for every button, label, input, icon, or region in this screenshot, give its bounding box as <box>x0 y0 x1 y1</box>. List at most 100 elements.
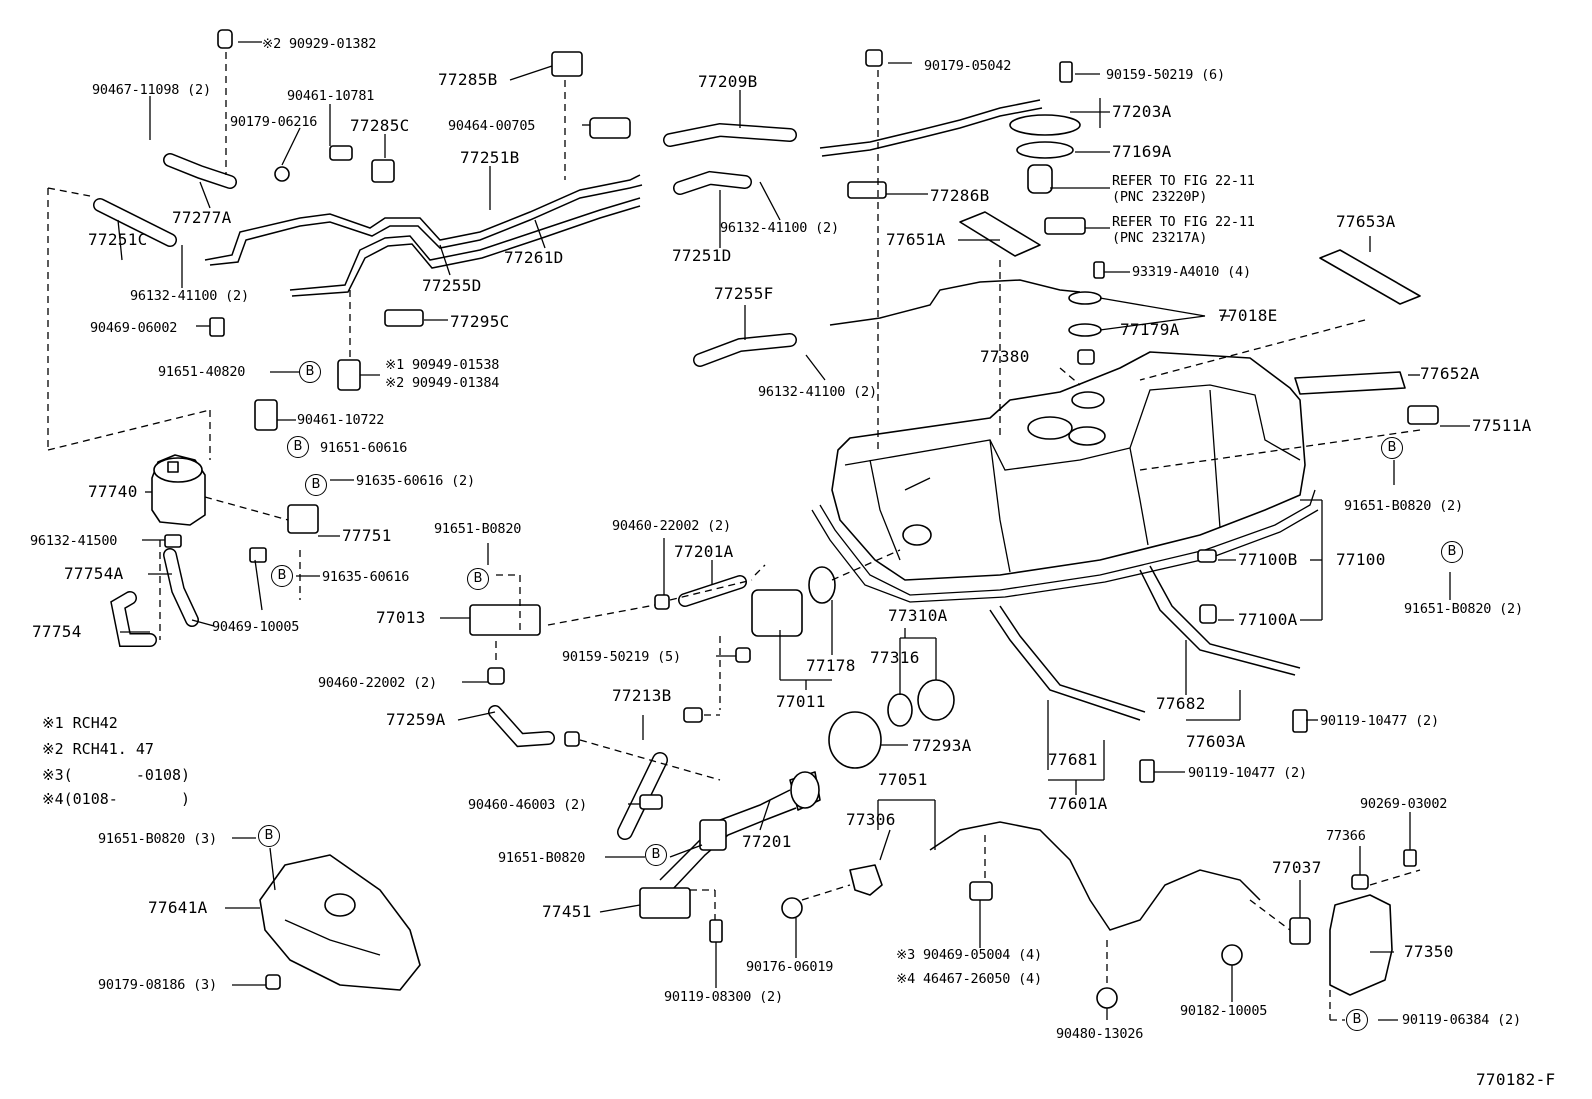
tank-protector <box>259 854 421 991</box>
label-77286b: 77286B <box>930 186 990 205</box>
label-91651-60616: 91651-60616 <box>320 440 408 456</box>
label-90119-10477-a: 90119-10477 (2) <box>1320 713 1439 729</box>
label-77350: 77350 <box>1404 942 1454 961</box>
label-77740: 77740 <box>88 482 138 501</box>
label-90119-08300: 90119-08300 (2) <box>664 989 783 1005</box>
label-77169a: 77169A <box>1112 142 1172 161</box>
label-77018e: 77018E <box>1218 306 1278 325</box>
label-90467-11098: 90467-11098 (2) <box>92 82 211 98</box>
label-96132-41100-c: 96132-41100 (2) <box>758 384 877 400</box>
label-77277a: 77277A <box>172 208 232 227</box>
b-bubble: B <box>271 565 293 587</box>
label-90461-10781: 90461-10781 <box>287 88 375 104</box>
label-77261d: 77261D <box>504 248 564 267</box>
label-77285b: 77285B <box>438 70 498 89</box>
label-91651-b0820-3: 91651-B0820 (3) <box>98 831 217 847</box>
label-90460-22002-b: 90460-22002 (2) <box>318 675 437 691</box>
label-77011: 77011 <box>776 692 826 711</box>
label-93319-a4010: 93319-A4010 (4) <box>1132 264 1251 280</box>
label-77201: 77201 <box>742 832 792 851</box>
label-90179-08186: 90179-08186 (3) <box>98 977 217 993</box>
b-bubble: B <box>467 568 489 590</box>
label-77251b: 77251B <box>460 148 520 167</box>
label-90159-50219-6: 90159-50219 (6) <box>1106 67 1225 83</box>
label-96132-41100-a: 96132-41100 (2) <box>130 288 249 304</box>
label-77380: 77380 <box>980 347 1030 366</box>
label-77259a: 77259A <box>386 710 446 729</box>
label-90949-01384: ※2 90949-01384 <box>385 375 500 391</box>
b-bubble: B <box>299 361 321 383</box>
label-77178: 77178 <box>806 656 856 675</box>
label-77100b: 77100B <box>1238 550 1298 569</box>
label-77203a: 77203A <box>1112 102 1172 121</box>
label-90929-01382: ※2 90929-01382 <box>262 36 377 52</box>
fuel-lid <box>1329 894 1393 996</box>
applicability-note-2: ※2 RCH41. 47 <box>42 740 154 758</box>
label-77100a: 77100A <box>1238 610 1298 629</box>
opener-cable <box>849 821 1261 931</box>
label-90460-46003: 90460-46003 (2) <box>468 797 587 813</box>
fuel-pump-assembly <box>1009 114 1081 194</box>
label-77754a: 77754A <box>64 564 124 583</box>
fuel-lines <box>204 99 1081 326</box>
label-77601a: 77601A <box>1048 794 1108 813</box>
label-77653a: 77653A <box>1336 212 1396 231</box>
label-91635-60616: 91635-60616 <box>322 569 410 585</box>
applicability-note-1: ※1 RCH42 <box>42 714 118 732</box>
label-77209b: 77209B <box>698 72 758 91</box>
label-90182-10005: 90182-10005 <box>1180 1003 1268 1019</box>
label-96132-41100-b: 96132-41100 (2) <box>720 220 839 236</box>
b-bubble: B <box>1381 437 1403 459</box>
label-90480-13026: 90480-13026 <box>1056 1026 1144 1042</box>
label-77652a: 77652A <box>1420 364 1480 383</box>
label-90176-06019: 90176-06019 <box>746 959 834 975</box>
label-77295c: 77295C <box>450 312 510 331</box>
label-90461-10722: 90461-10722 <box>297 412 385 428</box>
label-77051: 77051 <box>878 770 928 789</box>
refer-note-1-line-1: REFER TO FIG 22-11 <box>1112 173 1255 189</box>
b-bubble: B <box>258 825 280 847</box>
label-90469-06002: 90469-06002 <box>90 320 178 336</box>
refer-note-2-line-1: REFER TO FIG 22-11 <box>1112 214 1255 230</box>
label-77366: 77366 <box>1326 828 1366 844</box>
tank-pads <box>959 211 1421 395</box>
leader-lines <box>47 41 1470 1021</box>
label-77251d: 77251D <box>672 246 732 265</box>
label-91651-b0820-a: 91651-B0820 <box>434 521 522 537</box>
label-77754: 77754 <box>32 622 82 641</box>
tank-bands <box>989 565 1301 721</box>
label-77451: 77451 <box>542 902 592 921</box>
label-90119-06384: 90119-06384 (2) <box>1402 1012 1521 1028</box>
label-90269-03002: 90269-03002 <box>1360 796 1448 812</box>
label-91651-b0820-2a: 91651-B0820 (2) <box>1344 498 1463 514</box>
label-77255f: 77255F <box>714 284 774 303</box>
label-90179-06216: 90179-06216 <box>230 114 318 130</box>
charcoal-canister <box>151 454 206 526</box>
label-77255d: 77255D <box>422 276 482 295</box>
label-91651-b0820-2b: 91651-B0820 (2) <box>1404 601 1523 617</box>
label-90469-10005: 90469-10005 <box>212 619 300 635</box>
label-91651-40820: 91651-40820 <box>158 364 246 380</box>
applicability-note-4: ※4(0108- ) <box>42 790 191 808</box>
label-77751: 77751 <box>342 526 392 545</box>
filler-pipe <box>659 771 821 891</box>
b-bubble: B <box>287 436 309 458</box>
b-bubble: B <box>645 844 667 866</box>
label-77100: 77100 <box>1336 550 1386 569</box>
label-77603a: 77603A <box>1186 732 1246 751</box>
label-77682: 77682 <box>1156 694 1206 713</box>
label-77013: 77013 <box>376 608 426 627</box>
label-90179-05042: 90179-05042 <box>924 58 1012 74</box>
label-96132-41500: 96132-41500 <box>30 533 118 549</box>
label-77201a: 77201A <box>674 542 734 561</box>
label-77179a: 77179A <box>1120 320 1180 339</box>
label-77310a: 77310A <box>888 606 948 625</box>
label-77681: 77681 <box>1048 750 1098 769</box>
b-bubble: B <box>1441 541 1463 563</box>
label-77293a: 77293A <box>912 736 972 755</box>
label-77511a: 77511A <box>1472 416 1532 435</box>
label-90119-10477-b: 90119-10477 (2) <box>1188 765 1307 781</box>
label-90949-01538: ※1 90949-01538 <box>385 357 500 373</box>
refer-note-2-line-2: (PNC 23217A) <box>1112 230 1208 246</box>
